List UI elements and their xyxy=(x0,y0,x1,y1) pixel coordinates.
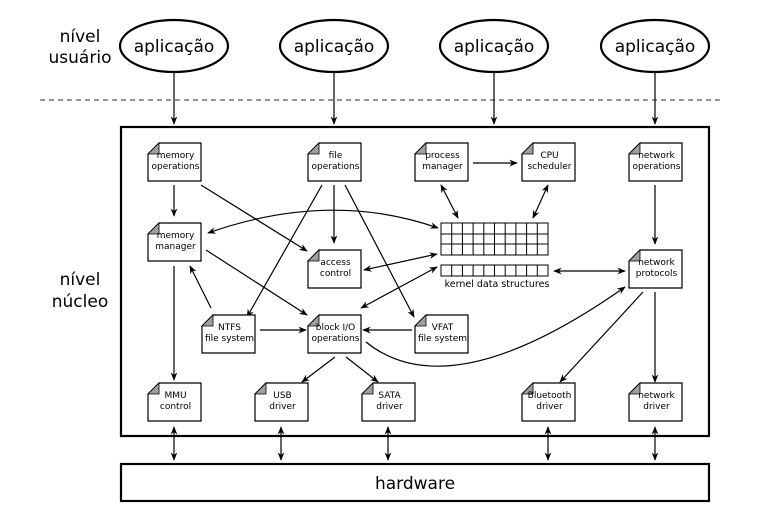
user-level-label-line1: nível xyxy=(60,27,101,47)
folded-corner-icon xyxy=(628,142,641,155)
kernel-level-label-line2: núcleo xyxy=(52,292,108,312)
component-label: manager xyxy=(422,162,463,172)
application-node[interactable]: aplicação xyxy=(118,18,230,74)
component-label: network xyxy=(638,391,675,401)
app-to-kernel-arrows xyxy=(170,72,659,125)
kernel-level-label-line1: nível xyxy=(60,270,101,290)
component-label: access xyxy=(320,258,351,268)
folded-corner-icon xyxy=(361,382,374,395)
folded-corner-icon xyxy=(147,142,160,155)
application-node[interactable]: aplicação xyxy=(438,18,550,74)
folded-corner-icon xyxy=(414,314,427,327)
folded-corner-icon xyxy=(147,382,160,395)
application-label: aplicação xyxy=(615,37,696,57)
application-label: aplicação xyxy=(294,37,375,57)
component-label: operations xyxy=(312,162,360,172)
folded-corner-icon xyxy=(628,249,641,262)
component-label: file xyxy=(329,151,343,161)
folded-corner-icon xyxy=(307,142,320,155)
component-label: VFAT xyxy=(432,323,454,333)
component-label: USB xyxy=(273,391,291,401)
application-node[interactable]: aplicação xyxy=(278,18,390,74)
folded-corner-icon xyxy=(201,314,214,327)
component-label: driver xyxy=(269,402,296,412)
folded-corner-icon xyxy=(628,382,641,395)
folded-corner-icon xyxy=(521,382,534,395)
kernel-data-structures-label: kernel data structures xyxy=(445,279,550,290)
component-label: block I/O xyxy=(316,323,356,333)
component-label: control xyxy=(320,269,351,279)
application-label: aplicação xyxy=(454,37,535,57)
component-label: NTFS xyxy=(218,323,241,333)
component-label: driver xyxy=(643,402,670,412)
component-label: operations xyxy=(152,162,200,172)
component-label: memory xyxy=(157,231,195,241)
component-label: scheduler xyxy=(527,162,571,172)
component-label: manager xyxy=(155,242,196,252)
component-label: control xyxy=(160,402,191,412)
folded-corner-icon xyxy=(307,249,320,262)
hardware-box[interactable]: hardware xyxy=(119,462,711,503)
component-label: process xyxy=(425,151,460,161)
internal-arrows xyxy=(170,159,659,383)
component-label: network xyxy=(638,151,675,161)
component-label: Bluetooth xyxy=(528,391,572,401)
component-label: protocols xyxy=(636,269,678,279)
component-label: file system xyxy=(205,334,254,344)
component-label: network xyxy=(638,258,675,268)
folded-corner-icon xyxy=(254,382,267,395)
component-label: operations xyxy=(312,334,360,344)
user-level-label-line2: usuário xyxy=(49,48,112,68)
kernel-data-structures[interactable] xyxy=(440,222,549,277)
component-label: operations xyxy=(633,162,681,172)
hardware-label: hardware xyxy=(375,474,455,494)
kernel-box xyxy=(119,125,711,438)
folded-corner-icon xyxy=(414,142,427,155)
component-label: driver xyxy=(376,402,403,412)
component-label: file system xyxy=(418,334,467,344)
application-label: aplicação xyxy=(134,37,215,57)
application-node[interactable]: aplicação xyxy=(599,18,711,74)
component-label: MMU xyxy=(164,391,186,401)
component-label: driver xyxy=(536,402,563,412)
folded-corner-icon xyxy=(307,314,320,327)
component-label: SATA xyxy=(378,391,401,401)
component-label: memory xyxy=(157,151,195,161)
folded-corner-icon xyxy=(147,222,160,235)
component-label: CPU xyxy=(540,151,558,161)
folded-corner-icon xyxy=(521,142,534,155)
hardware-arrows xyxy=(170,426,659,461)
